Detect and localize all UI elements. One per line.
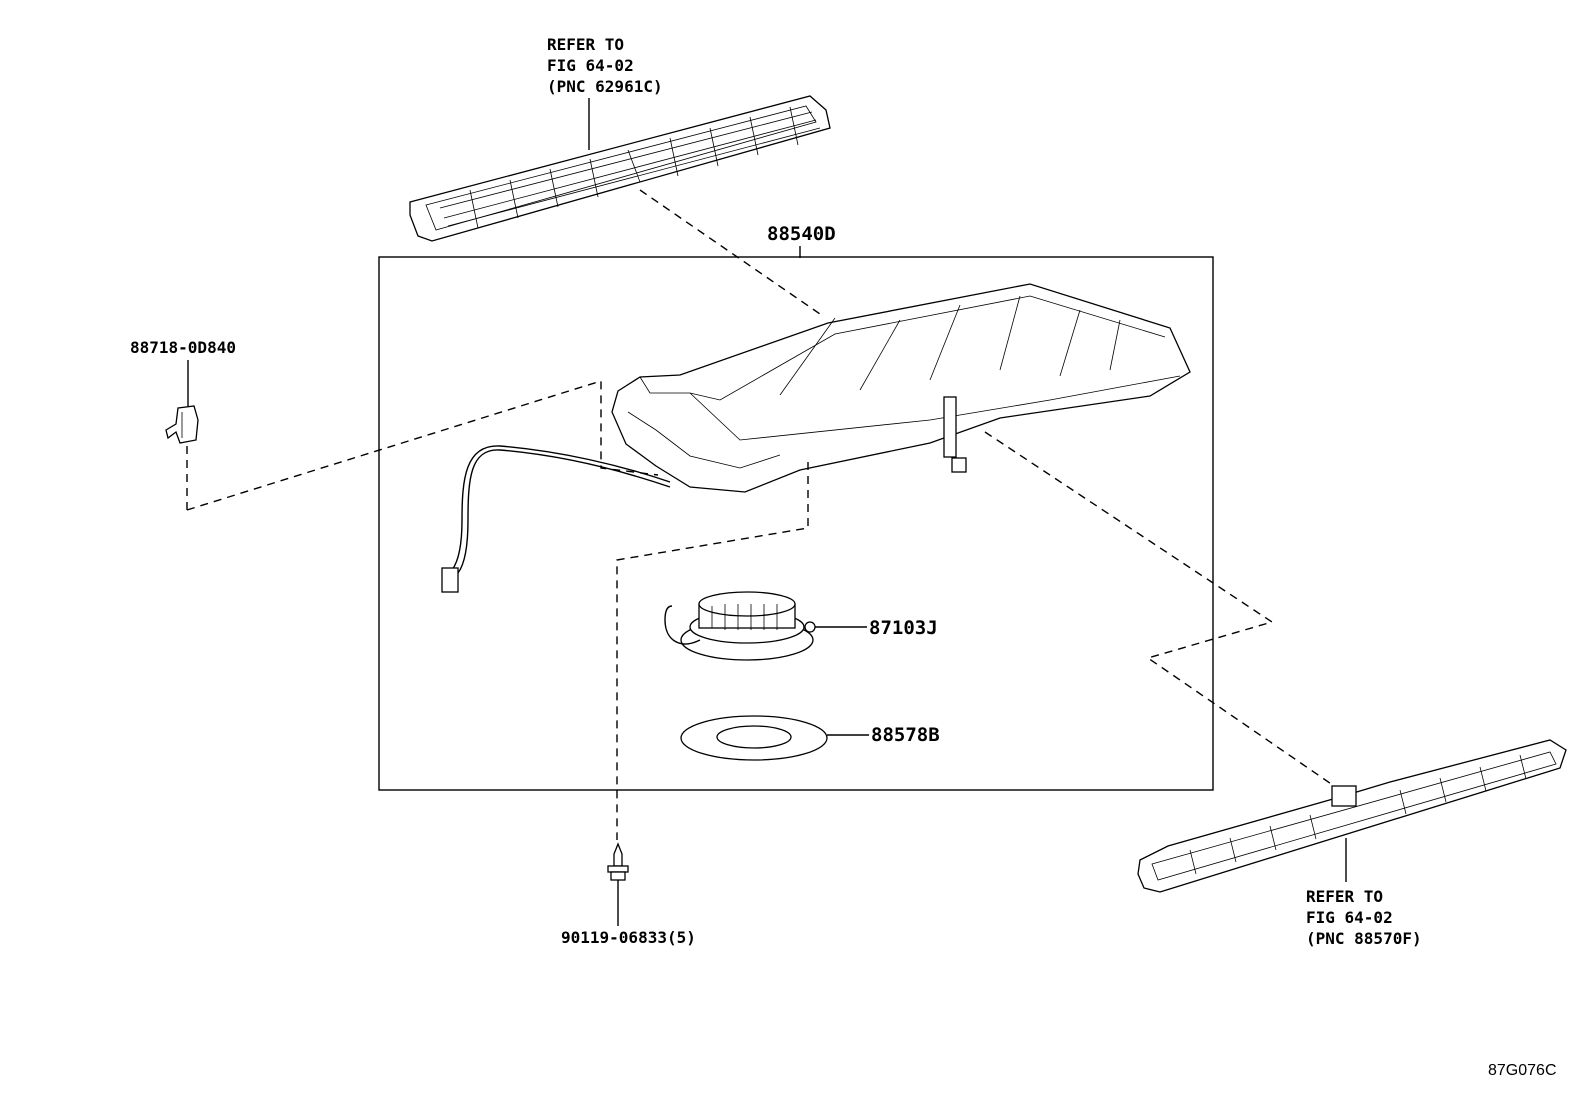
gasket-part (680, 715, 828, 761)
clip-part-number: 88718-0D840 (130, 338, 236, 357)
assembly-part-number: 88540D (767, 223, 836, 245)
lower-grille-part (1137, 739, 1567, 893)
top-grille-part (409, 95, 831, 242)
assembly-box (378, 256, 1214, 791)
top-callout-line-1: REFER TO (547, 35, 624, 54)
screw-part-number: 90119-06833(5) (561, 928, 696, 947)
lower-grille-callout: REFER TO FIG 64-02 (PNC 88570F) (1306, 887, 1422, 948)
lower-callout-line-1: REFER TO (1306, 887, 1383, 906)
figure-id: 87G076C (1488, 1062, 1557, 1079)
gasket-part-number: 88578B (871, 724, 940, 746)
wire-harness-part (441, 445, 671, 593)
top-grille-callout: REFER TO FIG 64-02 (PNC 62961C) (547, 35, 663, 150)
blower-housing-part (611, 283, 1191, 493)
lower-callout-line-2: FIG 64-02 (1306, 908, 1393, 927)
screw-part (607, 842, 629, 881)
top-callout-line-3: (PNC 62961C) (547, 77, 663, 96)
clip-part (165, 405, 199, 444)
blower-motor-part-number: 87103J (869, 617, 938, 639)
top-callout-line-2: FIG 64-02 (547, 56, 634, 75)
lower-callout-line-3: (PNC 88570F) (1306, 929, 1422, 948)
blower-motor-part (664, 591, 816, 661)
